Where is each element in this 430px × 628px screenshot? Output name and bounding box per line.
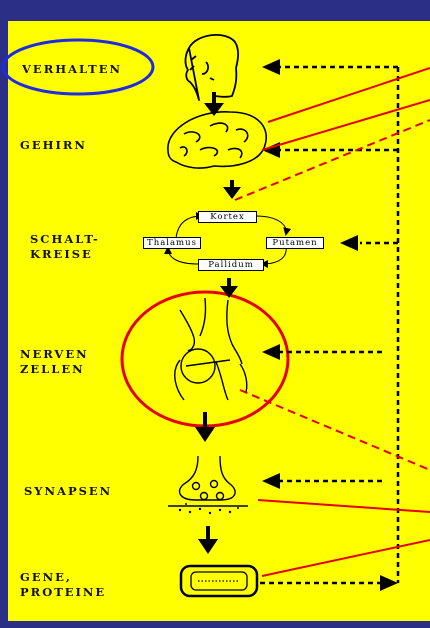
label-verhalten: VERHALTEN: [22, 62, 123, 76]
circuit-box-thalamus: Thalamus: [143, 237, 201, 249]
synapse-icon: [168, 455, 248, 515]
label-schaltkreise: SCHALT- KREISE: [30, 232, 100, 261]
red-link-lines: [234, 67, 430, 577]
brain-icon: [167, 111, 267, 169]
circuit-box-pallidum: Pallidum: [198, 259, 264, 271]
feedback-arrowheads: [262, 59, 398, 591]
circuit-box-kortex: Kortex: [198, 211, 257, 223]
label-nervenzellen: NERVEN ZELLEN: [20, 347, 89, 376]
label-gene: GENE, PROTEINE: [20, 570, 107, 599]
vertical-flow-arrows: [195, 92, 241, 554]
circuit-box-putamen: Putamen: [266, 237, 324, 249]
gene-chip-icon: [179, 564, 259, 598]
feedback-dashed-lines: [260, 65, 400, 585]
human-head-icon: [184, 34, 240, 103]
label-gehirn: GEHIRN: [20, 138, 87, 152]
neurons-icon: [174, 297, 248, 401]
highlight-circle-verhalten: [1, 38, 155, 96]
label-synapsen: SYNAPSEN: [24, 484, 113, 498]
